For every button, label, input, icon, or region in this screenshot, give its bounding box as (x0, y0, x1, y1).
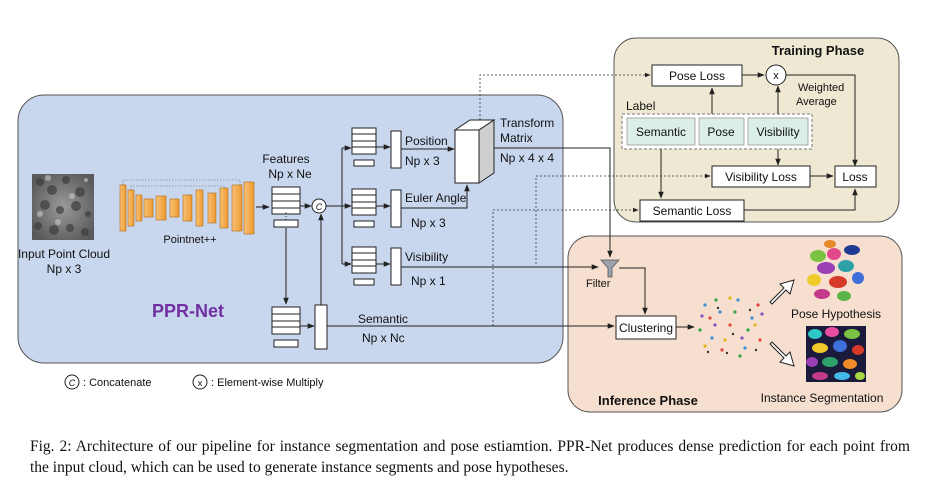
multiply-symbol: x (765, 64, 787, 86)
semantic-label: Semantic (358, 312, 408, 326)
svg-text:x: x (198, 378, 203, 388)
arrow-euler-to-cube (401, 184, 470, 209)
svg-text:x: x (773, 70, 779, 82)
pose-hypothesis-label: Pose Hypothesis (791, 307, 881, 321)
transform-matrix-cube (453, 119, 496, 184)
input-point-cloud-image (32, 174, 94, 240)
features-label: Features (262, 152, 309, 166)
filter-icon (600, 259, 620, 278)
clustered-points-image (698, 296, 764, 358)
arrow-filter-to-clustering (619, 267, 648, 315)
legend-concat: C : Concatenate (64, 374, 152, 390)
pointnet-skip-connections (122, 179, 241, 190)
position-dim: Np x 3 (405, 154, 440, 168)
average-label: Average (796, 96, 837, 108)
concat-symbol: C (311, 198, 327, 214)
svg-text:: Concatenate: : Concatenate (83, 377, 152, 389)
svg-text:: Element-wise Multiply: : Element-wise Multiply (211, 377, 324, 389)
svg-text:C: C (316, 202, 323, 212)
architecture-diagram: Input Point Cloud Np x 3 Pointnet++ Feat… (17, 37, 903, 413)
visibility-dim: Np x 1 (411, 274, 446, 288)
features-block (271, 186, 301, 228)
arrow-semantic-loss-to-loss (744, 188, 858, 211)
features-dim: Np x Ne (268, 167, 312, 181)
semantic-dim: Np x Nc (362, 331, 405, 345)
arrow-matrix-to-filter (494, 147, 613, 258)
label-title: Label (626, 99, 655, 113)
label-semantic-box (626, 117, 696, 146)
label-visibility-box (747, 117, 809, 146)
svg-text:Semantic: Semantic (636, 125, 686, 139)
euler-dim: Np x 3 (411, 216, 446, 230)
visibility-loss-label: Visibility Loss (725, 170, 797, 184)
semantic-loss-label: Semantic Loss (653, 204, 732, 218)
arrow-multiply-to-loss (786, 74, 858, 167)
euler-branch-block (351, 188, 377, 228)
svg-text:Pose: Pose (707, 125, 735, 139)
inference-phase-title: Inference Phase (598, 393, 698, 408)
transform-label: Transform (500, 116, 554, 130)
label-pose-box (698, 117, 745, 146)
visibility-output (390, 247, 402, 286)
svg-text:C: C (69, 378, 76, 388)
pose-loss-label: Pose Loss (669, 69, 725, 83)
svg-text:⋮: ⋮ (282, 211, 291, 221)
training-dashed-connectors (479, 72, 711, 326)
instance-segmentation-label: Instance Segmentation (761, 391, 884, 405)
pointnet-network (119, 181, 255, 235)
filter-label: Filter (586, 278, 611, 290)
pose-hypothesis-image (807, 240, 864, 301)
weighted-label: Weighted (798, 82, 844, 94)
arrow-to-pose-hypothesis (769, 279, 795, 305)
position-output (390, 130, 402, 169)
training-phase-title: Training Phase (772, 43, 864, 58)
pointnet-label: Pointnet++ (163, 234, 216, 246)
euler-output (390, 189, 402, 228)
matrix-label: Matrix (500, 131, 533, 145)
euler-label: Euler Angle (405, 191, 467, 205)
instance-segmentation-image (806, 326, 866, 382)
loss-box (834, 165, 877, 188)
position-branch-block (351, 127, 377, 167)
loss-label: Loss (842, 170, 867, 184)
svg-text:Visibility: Visibility (756, 125, 799, 139)
pprnet-region (17, 94, 564, 364)
legend-multiply: x : Element-wise Multiply (192, 374, 324, 390)
clustering-label: Clustering (619, 321, 673, 335)
input-cloud-label: Input Point Cloud (18, 247, 110, 261)
pprnet-title: PPR-Net (152, 301, 224, 321)
visibility-label: Visibility (405, 250, 448, 264)
position-label: Position (405, 134, 448, 148)
visibility-branch-block (351, 246, 377, 286)
matrix-dim: Np x 4 x 4 (500, 151, 554, 165)
semantic-output (314, 304, 328, 350)
input-cloud-dim: Np x 3 (47, 262, 82, 276)
arrow-to-instance-segmentation (769, 341, 795, 367)
figure-caption: Fig. 2: Architecture of our pipeline for… (30, 438, 910, 476)
semantic-branch-block (271, 306, 301, 348)
